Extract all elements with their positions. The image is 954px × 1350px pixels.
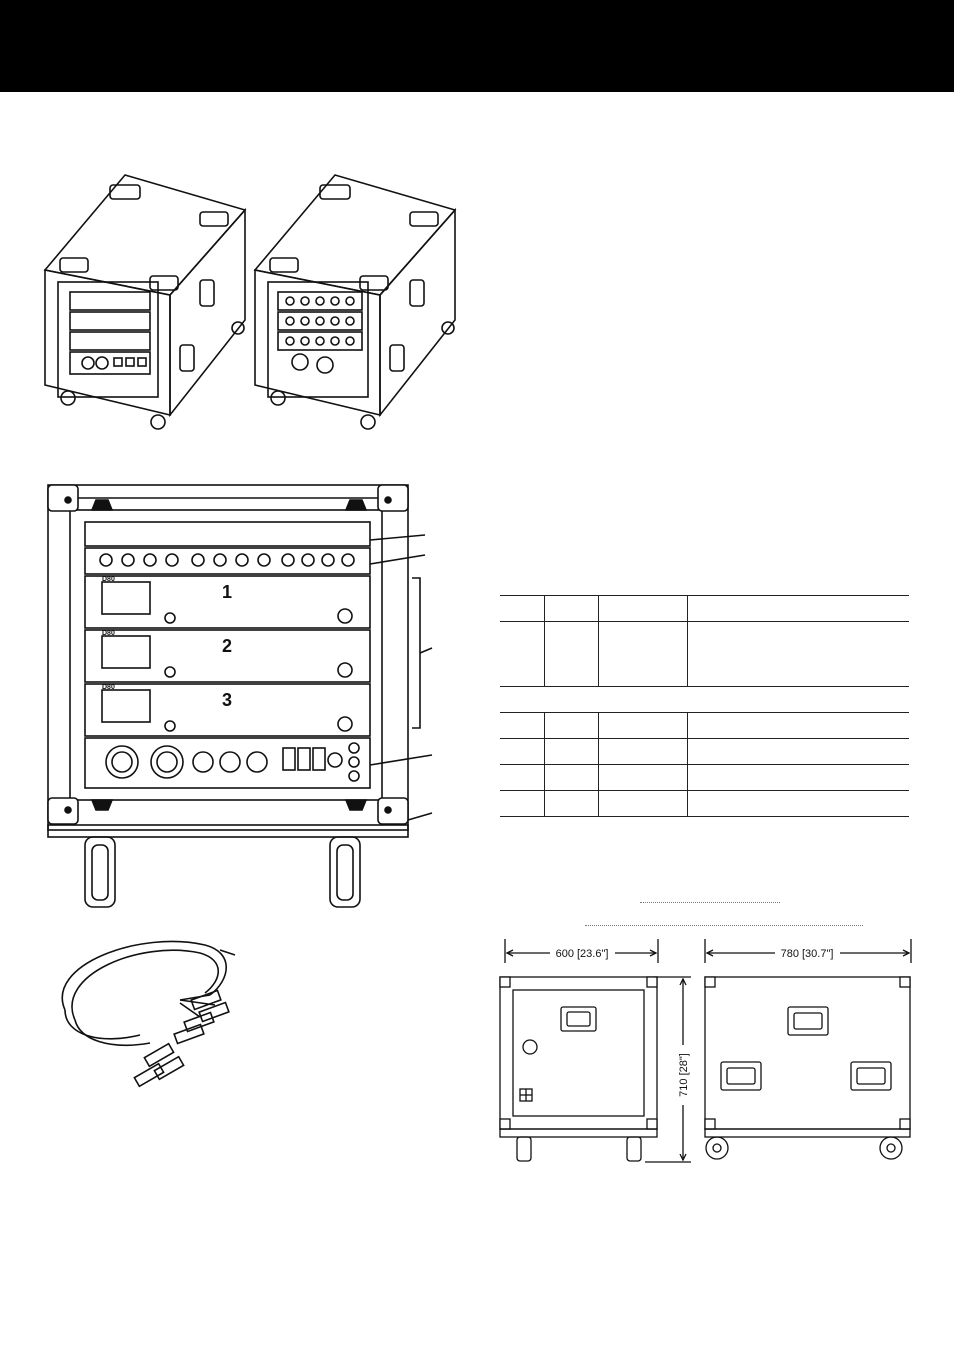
amp-number-1: 1 bbox=[222, 582, 232, 602]
amp-2 bbox=[84, 629, 371, 683]
table-row bbox=[500, 790, 909, 817]
case-rear-view bbox=[253, 174, 457, 430]
amp-number-3: 3 bbox=[222, 690, 232, 710]
dimension-drawing: 600 [23.6"] 780 [30.7"] 710 [28"] bbox=[499, 939, 912, 1163]
rack-front-illustration: 1 2 3 D80 D80 D80 bbox=[47, 484, 433, 908]
amp-number-2: 2 bbox=[222, 636, 232, 656]
amp-model-3: D80 bbox=[102, 684, 115, 691]
table-row bbox=[500, 764, 909, 791]
height-dimension-label: 710 [28"] bbox=[678, 1053, 690, 1097]
table-row bbox=[500, 712, 909, 739]
width-dimension-label: 600 [23.6"] bbox=[556, 948, 609, 960]
amp-model-1: D80 bbox=[102, 576, 115, 583]
amp-3 bbox=[84, 683, 371, 737]
table-row bbox=[500, 738, 909, 765]
dotted-rule bbox=[585, 925, 863, 926]
touring-cases-illustration bbox=[43, 174, 457, 430]
depth-dimension-label: 780 [30.7"] bbox=[781, 948, 834, 960]
table-row bbox=[500, 686, 909, 713]
amp-model-2: D80 bbox=[102, 630, 115, 637]
spec-table bbox=[500, 595, 909, 817]
dotted-rule bbox=[640, 902, 780, 903]
case-front-view bbox=[43, 174, 247, 430]
multicore-cable-illustration bbox=[61, 940, 236, 1088]
amp-1 bbox=[84, 575, 371, 629]
table-row bbox=[500, 595, 909, 622]
header-bar bbox=[0, 0, 954, 92]
table-row bbox=[500, 621, 909, 687]
